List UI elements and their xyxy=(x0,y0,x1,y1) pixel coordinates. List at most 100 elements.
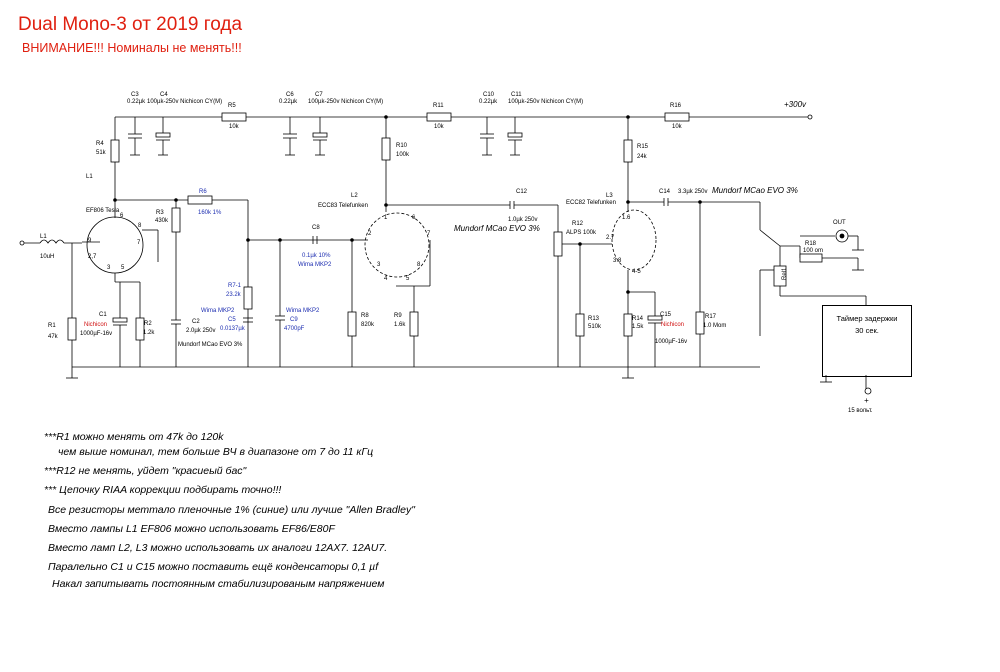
component-label: 6 xyxy=(120,213,124,219)
component-label: 8 xyxy=(138,223,142,229)
component-label: Mundorf MCao EVO 3% xyxy=(712,186,798,195)
component-label: R7-1 xyxy=(228,283,242,289)
component-label: 0.22µk xyxy=(279,99,298,105)
component-label: R17 xyxy=(705,314,717,320)
r5-resistor xyxy=(221,112,247,122)
component-label: 5 xyxy=(121,265,125,271)
component-label: 1.5k xyxy=(632,324,644,330)
component-label: C9 xyxy=(290,317,298,323)
r1-resistor xyxy=(67,317,77,341)
r16-resistor xyxy=(664,112,690,122)
r2-resistor xyxy=(135,317,145,341)
component-label: C7 xyxy=(315,92,323,98)
component-label: C10 xyxy=(483,92,495,98)
r8-resistor xyxy=(347,311,357,337)
note-line: ***R12 не менять, уйдет "красиеый бас" xyxy=(44,465,247,477)
r3-resistor xyxy=(171,207,181,233)
component-label: R16 xyxy=(670,103,682,109)
r11-resistor xyxy=(426,112,452,122)
component-label: R18 xyxy=(805,241,817,247)
note-line: Накал запитывать постоянным стабилизиров… xyxy=(52,578,385,590)
warning-text: ВНИМАНИЕ!!! Номиналы не менять!!! xyxy=(22,41,242,55)
component-label: 2.7 xyxy=(606,235,615,241)
component-label: 8 xyxy=(417,262,421,268)
component-label: 24k xyxy=(637,154,648,160)
component-label: 100µk-250v Nichicon CY(M) xyxy=(508,99,583,105)
component-label: L3 xyxy=(606,193,613,199)
component-label: 2,7 xyxy=(88,254,97,260)
component-label: C1 xyxy=(99,312,107,318)
component-label: 1.6 xyxy=(622,215,631,221)
component-label: Wima MKP2 xyxy=(201,308,235,314)
component-label: C5 xyxy=(228,317,236,323)
component-label: 10k xyxy=(434,124,445,130)
component-label: 1000µF-16v xyxy=(80,331,112,337)
component-label: 1.0µk 250v xyxy=(508,217,537,223)
l1-tube xyxy=(86,216,144,274)
r7-resistor xyxy=(243,286,253,310)
component-label: 7 xyxy=(137,240,141,246)
l2-tube xyxy=(364,212,430,278)
note-line: ***R1 можно менять от 47k до 120k xyxy=(44,431,224,443)
r18-resistor xyxy=(799,253,823,263)
component-label: R8 xyxy=(361,313,369,319)
component-label: 3.3µk 250v xyxy=(678,189,707,195)
component-label: 510k xyxy=(588,324,602,330)
component-label: 1 xyxy=(384,215,388,221)
component-label: 430k xyxy=(155,218,169,224)
component-label: 0.22µk xyxy=(479,99,498,105)
component-label: R9 xyxy=(394,313,402,319)
component-label: 100µk-250v Nichicon CY(M) xyxy=(147,99,222,105)
r9-resistor xyxy=(409,311,419,337)
component-label: 2 xyxy=(368,231,372,237)
component-label: 160k 1% xyxy=(198,210,222,216)
component-label: 100µk-250v Nichicon CY(M) xyxy=(308,99,383,105)
component-label: ECC83 Telefunken xyxy=(318,203,368,209)
note-line: *** Цепочку RIAA коррекции подбирать точ… xyxy=(44,484,282,496)
schematic-title: Dual Mono-3 от 2019 года xyxy=(18,14,243,35)
supply-terminal xyxy=(807,114,813,120)
component-label: 15 вольт. xyxy=(848,408,873,414)
component-label: 4700pF xyxy=(284,326,305,332)
timer-title: Таймер задержки xyxy=(836,314,898,323)
component-label: 51k xyxy=(96,150,107,156)
note-line: Паралельно С1 и С15 можно поставить ещё … xyxy=(48,561,379,573)
component-label: + xyxy=(864,396,869,405)
r13-resistor xyxy=(575,313,585,337)
component-label: C3 xyxy=(131,92,139,98)
component-label: Nichicon xyxy=(84,322,107,328)
component-label: 1.6k xyxy=(394,322,406,328)
component-label: R6 xyxy=(199,189,207,195)
component-label: 4-5 xyxy=(632,269,641,275)
component-label: Mundorf MCao EVO 3% xyxy=(454,224,540,233)
component-label: R11 xyxy=(433,103,444,109)
component-label: C11 xyxy=(511,92,522,98)
component-label: C12 xyxy=(516,189,528,195)
component-label: 1000µF-16v xyxy=(655,339,687,345)
component-label: EF806 Tesla xyxy=(86,208,120,214)
component-label: Wima MKP2 xyxy=(298,262,332,268)
component-label: 4 xyxy=(384,276,388,282)
component-label: L1 xyxy=(86,174,93,180)
component-label: Nichicon xyxy=(661,322,684,328)
component-label: 3 xyxy=(377,262,381,268)
r6-resistor xyxy=(187,195,213,205)
component-label: 6 xyxy=(412,215,416,221)
note-line: Вместо ламп L2, L3 можно использовать их… xyxy=(48,542,388,554)
component-label: Rel1 xyxy=(782,267,788,280)
component-label: 10uH xyxy=(40,254,54,260)
component-label: R13 xyxy=(588,316,600,322)
component-label: C4 xyxy=(160,92,168,98)
component-label: 0.1µk 10% xyxy=(302,253,331,259)
component-label: 47k xyxy=(48,334,59,340)
component-label: 0.0137µk xyxy=(220,326,246,332)
r4-resistor xyxy=(110,139,120,163)
component-label: 10k xyxy=(229,124,240,130)
component-label: 820k xyxy=(361,322,375,328)
component-label: R10 xyxy=(396,143,408,149)
component-label: 5 xyxy=(406,276,410,282)
delay-timer-box: Таймер задержки 30 сек. xyxy=(822,305,912,377)
component-label: R12 xyxy=(572,221,584,227)
supply-label: +300v xyxy=(784,100,807,109)
l3-tube xyxy=(611,209,657,271)
